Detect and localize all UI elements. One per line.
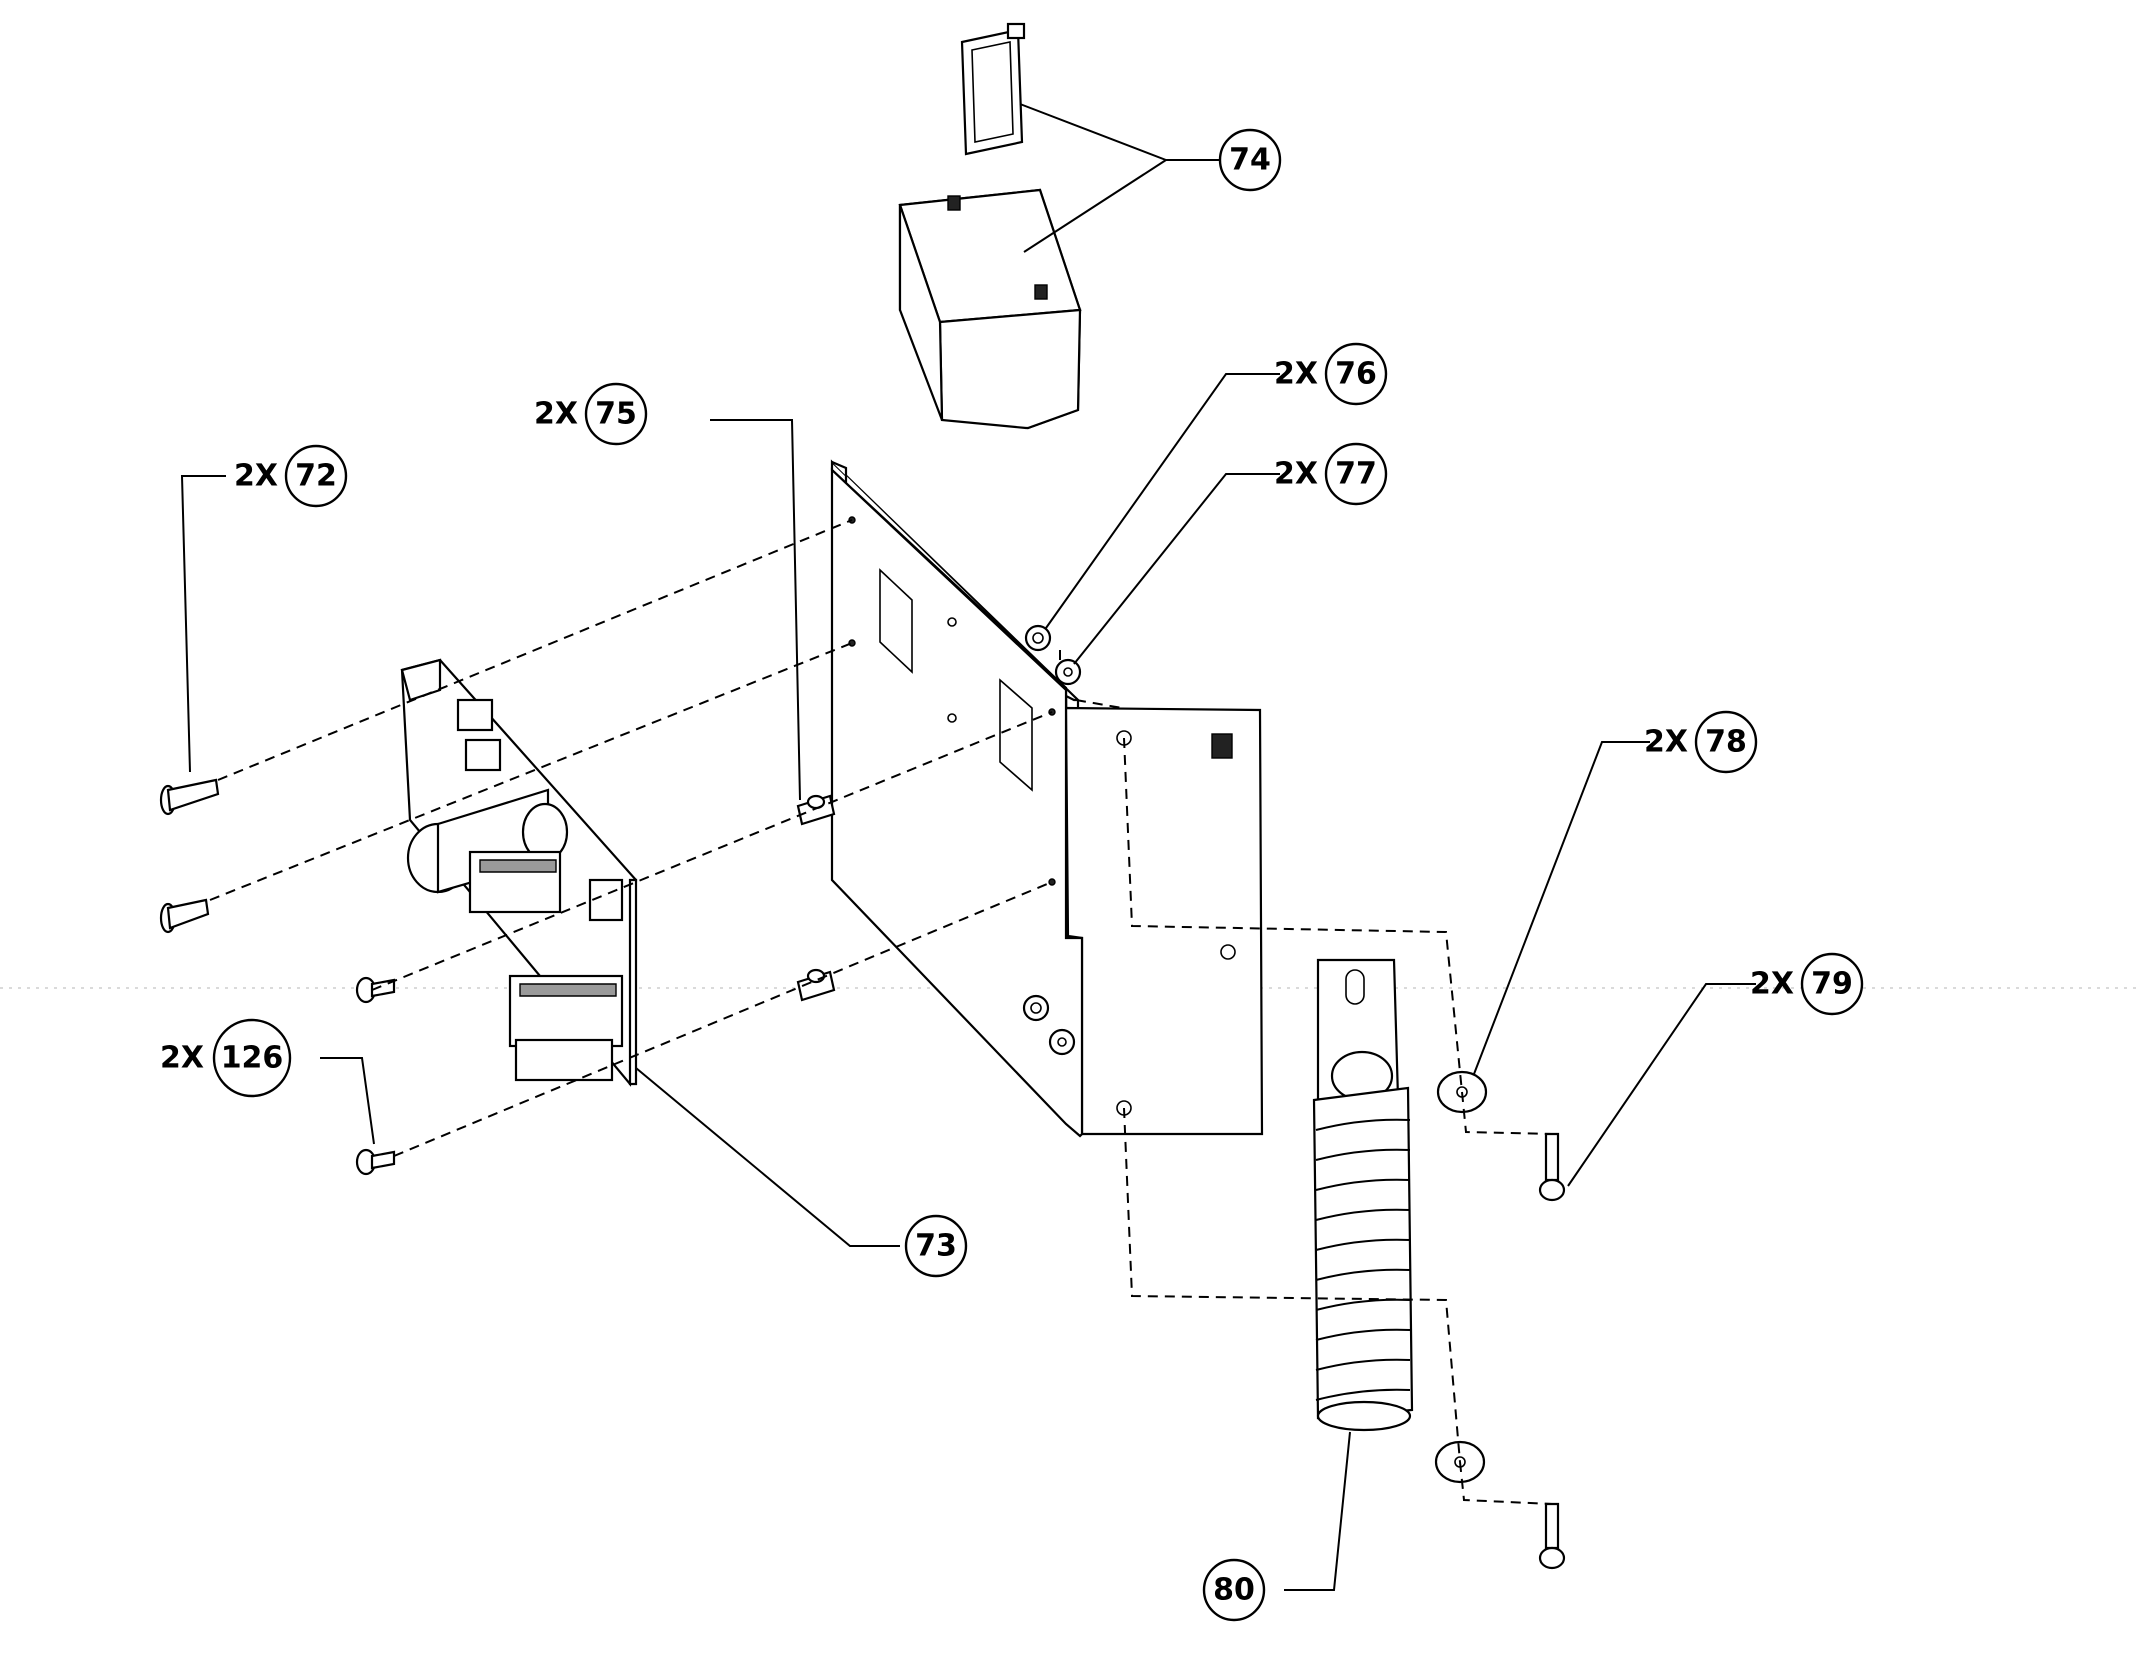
screw-126-upper <box>355 976 396 1004</box>
callout-73: 73 <box>904 1214 968 1278</box>
callout-qty: 2X <box>1274 457 1318 492</box>
callout-qty: 2X <box>160 1041 204 1076</box>
callout-76: 2X 76 <box>1274 342 1388 406</box>
callout-qty: 2X <box>1750 967 1794 1002</box>
callout-number: 80 <box>1213 1573 1255 1608</box>
callout-qty: 2X <box>1644 725 1688 760</box>
callout-number: 76 <box>1335 357 1377 392</box>
callout-number: 74 <box>1229 143 1271 178</box>
resistor-part-80 <box>1312 958 1414 1432</box>
callout-number: 72 <box>295 459 337 494</box>
screw-72-upper <box>159 778 220 816</box>
leader-lines <box>180 103 1756 1591</box>
callout-number: 75 <box>595 397 637 432</box>
callout-number: 79 <box>1811 967 1853 1002</box>
callout-74: 74 <box>1218 128 1282 192</box>
callout-75: 2X 75 <box>534 382 648 446</box>
callout-79: 2X 79 <box>1750 952 1864 1016</box>
screw-79-upper <box>1538 1132 1566 1202</box>
nut-76-lower <box>1022 994 1050 1022</box>
circuit-board-part <box>400 658 638 1087</box>
battery-part <box>898 188 1082 430</box>
callout-78: 2X 78 <box>1644 710 1758 774</box>
screw-79-lower <box>1538 1502 1566 1570</box>
callout-number: 77 <box>1335 457 1377 492</box>
callout-126: 2X 126 <box>160 1018 292 1098</box>
washer-77-lower <box>1048 1028 1076 1056</box>
callout-72: 2X 72 <box>234 444 348 508</box>
gasket-part <box>960 22 1026 156</box>
mounting-plate <box>830 459 1264 1138</box>
screw-126-lower <box>355 1148 396 1176</box>
nut-76-upper <box>1024 624 1052 652</box>
callout-qty: 2X <box>1274 357 1318 392</box>
callout-qty: 2X <box>534 397 578 432</box>
callout-77: 2X 77 <box>1274 442 1388 506</box>
standoff-75-upper <box>796 794 836 826</box>
callout-80: 80 <box>1202 1558 1266 1622</box>
washer-77-upper <box>1054 658 1082 686</box>
callout-qty: 2X <box>234 459 278 494</box>
callout-number: 73 <box>915 1229 957 1264</box>
callout-number: 126 <box>221 1041 284 1076</box>
callout-number: 78 <box>1705 725 1747 760</box>
screw-72-lower <box>159 898 210 934</box>
assembly-dashed-lines <box>209 519 1553 1505</box>
